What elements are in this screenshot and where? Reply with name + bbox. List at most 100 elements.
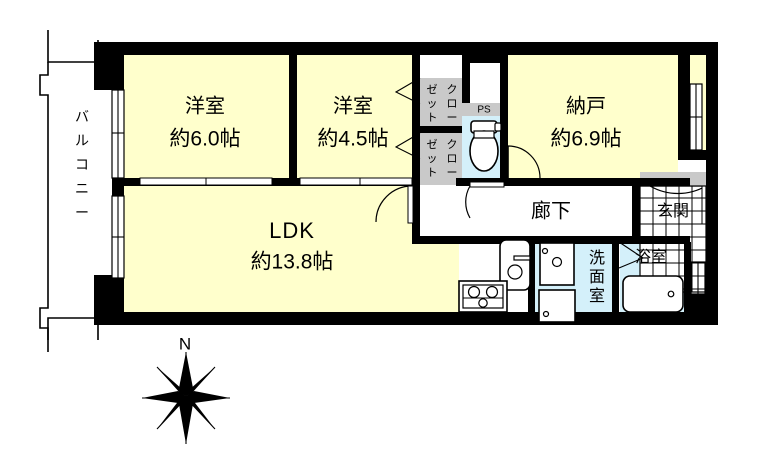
sliding-door-bedroom1-a[interactable] bbox=[139, 177, 207, 186]
balcony-bottom-edge bbox=[47, 317, 99, 340]
label-ldk: LDK 約13.8帖 bbox=[251, 218, 334, 274]
closet-door-indicators bbox=[394, 77, 421, 160]
room-fill-storage-ext bbox=[508, 55, 706, 150]
washroom-char-0: 洗 bbox=[589, 249, 605, 267]
closet-upper-l2: ト bbox=[427, 112, 438, 124]
balcony-char-3: ニ bbox=[75, 181, 89, 197]
washroom-char-2: 室 bbox=[589, 287, 605, 305]
balcony-char-1: ル bbox=[75, 133, 89, 149]
compass-rose: N bbox=[142, 334, 230, 444]
closet-fill-lower bbox=[420, 133, 462, 185]
washroom-char-1: 面 bbox=[589, 269, 605, 286]
bedroom2-name: 洋室 bbox=[333, 94, 373, 117]
storage-name: 納戸 bbox=[566, 94, 606, 117]
closet-upper-r1: ロ bbox=[447, 98, 458, 110]
label-hallway: 廊下 bbox=[531, 199, 571, 222]
door-toilet[interactable] bbox=[465, 181, 505, 219]
wall-ldk-hallway bbox=[412, 186, 420, 242]
ldk-area: 約13.8帖 bbox=[251, 251, 334, 274]
compass-north-label: N bbox=[179, 334, 191, 353]
closet-lower-r0: ク bbox=[447, 138, 458, 151]
wall-bedroom2-closet bbox=[412, 55, 420, 185]
window-storage bbox=[689, 83, 703, 151]
label-washroom: 洗 面 室 bbox=[589, 249, 605, 305]
closet-lower-arrow bbox=[394, 132, 421, 160]
door-ldk-hallway[interactable] bbox=[375, 185, 414, 224]
closet-lower-r1: ロ bbox=[447, 153, 458, 165]
balcony-char-0: バ bbox=[75, 109, 89, 125]
label-closet-lower: ク ロ ー ゼ ッ ト bbox=[427, 138, 458, 179]
bedroom1-name: 洋室 bbox=[185, 94, 225, 117]
closet-upper-r0: ク bbox=[447, 83, 458, 96]
entrance-name: 玄関 bbox=[657, 202, 689, 220]
balcony-char-4: ー bbox=[75, 205, 89, 221]
closet-lower-l1: ッ bbox=[427, 153, 438, 165]
room-fill-bedroom2 bbox=[297, 55, 420, 185]
room-fill-ldk-ext bbox=[124, 185, 434, 255]
closet-upper-r2: ー bbox=[447, 112, 458, 124]
wall-between-closets bbox=[420, 126, 462, 133]
bathtub-fixture bbox=[622, 275, 684, 313]
pipe-shaft-label: PS bbox=[477, 105, 491, 116]
bedroom2-area: 約4.5帖 bbox=[317, 128, 388, 151]
washing-machine-space bbox=[538, 289, 576, 323]
compass-point-w bbox=[142, 391, 186, 403]
wall-toilet-top bbox=[462, 55, 508, 63]
door-bathroom[interactable] bbox=[618, 241, 645, 269]
wall-hallway-bottom bbox=[412, 236, 534, 244]
wall-storage-left bbox=[500, 55, 508, 185]
label-storage: 納戸 約6.9帖 bbox=[550, 94, 621, 150]
fixtures bbox=[458, 120, 684, 323]
closet-lower-l0: ゼ bbox=[427, 138, 438, 151]
windows bbox=[111, 83, 706, 295]
wall-storage-right-inner bbox=[678, 55, 690, 155]
compass-point-e bbox=[186, 391, 230, 403]
closet-upper-l1: ッ bbox=[427, 98, 438, 110]
pillar-bottom-left bbox=[94, 275, 124, 325]
sliding-door-bedroom2-b[interactable] bbox=[359, 177, 413, 186]
label-bedroom2: 洋室 約4.5帖 bbox=[317, 94, 388, 150]
window-bathroom bbox=[690, 261, 706, 295]
stove-fixture bbox=[458, 280, 508, 313]
wall-kitchen-washroom bbox=[528, 242, 535, 317]
label-bedroom1: 洋室 約6.0帖 bbox=[169, 94, 240, 150]
label-bathroom: 浴室 bbox=[635, 248, 667, 266]
sliding-doors bbox=[139, 177, 413, 186]
wall-storage-jog bbox=[678, 150, 706, 160]
pillar-cap-tl bbox=[94, 42, 124, 55]
sink-fixture bbox=[499, 239, 531, 291]
exterior-wall-bottom bbox=[94, 312, 718, 325]
bathroom-name: 浴室 bbox=[635, 248, 667, 266]
wall-closet-right-upper bbox=[462, 55, 470, 103]
balcony-area bbox=[39, 30, 112, 352]
door-storage[interactable] bbox=[507, 145, 541, 179]
wall-entrance-right bbox=[706, 185, 718, 325]
closet-upper-arrow bbox=[394, 77, 421, 105]
wall-hallway-bottom-right bbox=[534, 236, 690, 244]
label-balcony: バ ル コ ニ ー bbox=[75, 109, 89, 221]
window-bedroom1 bbox=[111, 89, 125, 179]
ldk-name: LDK bbox=[269, 218, 315, 243]
sliding-door-bedroom1-b[interactable] bbox=[205, 177, 273, 186]
closet-lower-l2: ト bbox=[427, 167, 438, 179]
label-closet-upper: ク ロ ー ゼ ッ ト bbox=[427, 83, 458, 124]
sliding-door-bedroom2-a[interactable] bbox=[299, 177, 361, 186]
hallway-name: 廊下 bbox=[531, 199, 571, 222]
wall-bathroom-right bbox=[684, 242, 691, 317]
wall-storage-hallway bbox=[500, 178, 690, 186]
toilet-fixture bbox=[469, 120, 502, 172]
wall-washroom-bathroom bbox=[612, 242, 619, 317]
closet-upper-l0: ゼ bbox=[427, 83, 438, 96]
closet-fill-upper bbox=[420, 78, 462, 131]
label-entrance: 玄関 bbox=[657, 202, 689, 220]
room-fill-bedroom1 bbox=[124, 55, 289, 185]
balcony-left-edge bbox=[39, 62, 49, 340]
window-ldk bbox=[111, 195, 125, 279]
closet-lower-r2: ー bbox=[447, 167, 458, 179]
bedroom1-area: 約6.0帖 bbox=[169, 128, 240, 151]
wall-hallway-entrance bbox=[632, 186, 640, 243]
exterior-wall-top bbox=[94, 42, 718, 55]
wall-bedroom1-bedroom2 bbox=[289, 55, 297, 185]
